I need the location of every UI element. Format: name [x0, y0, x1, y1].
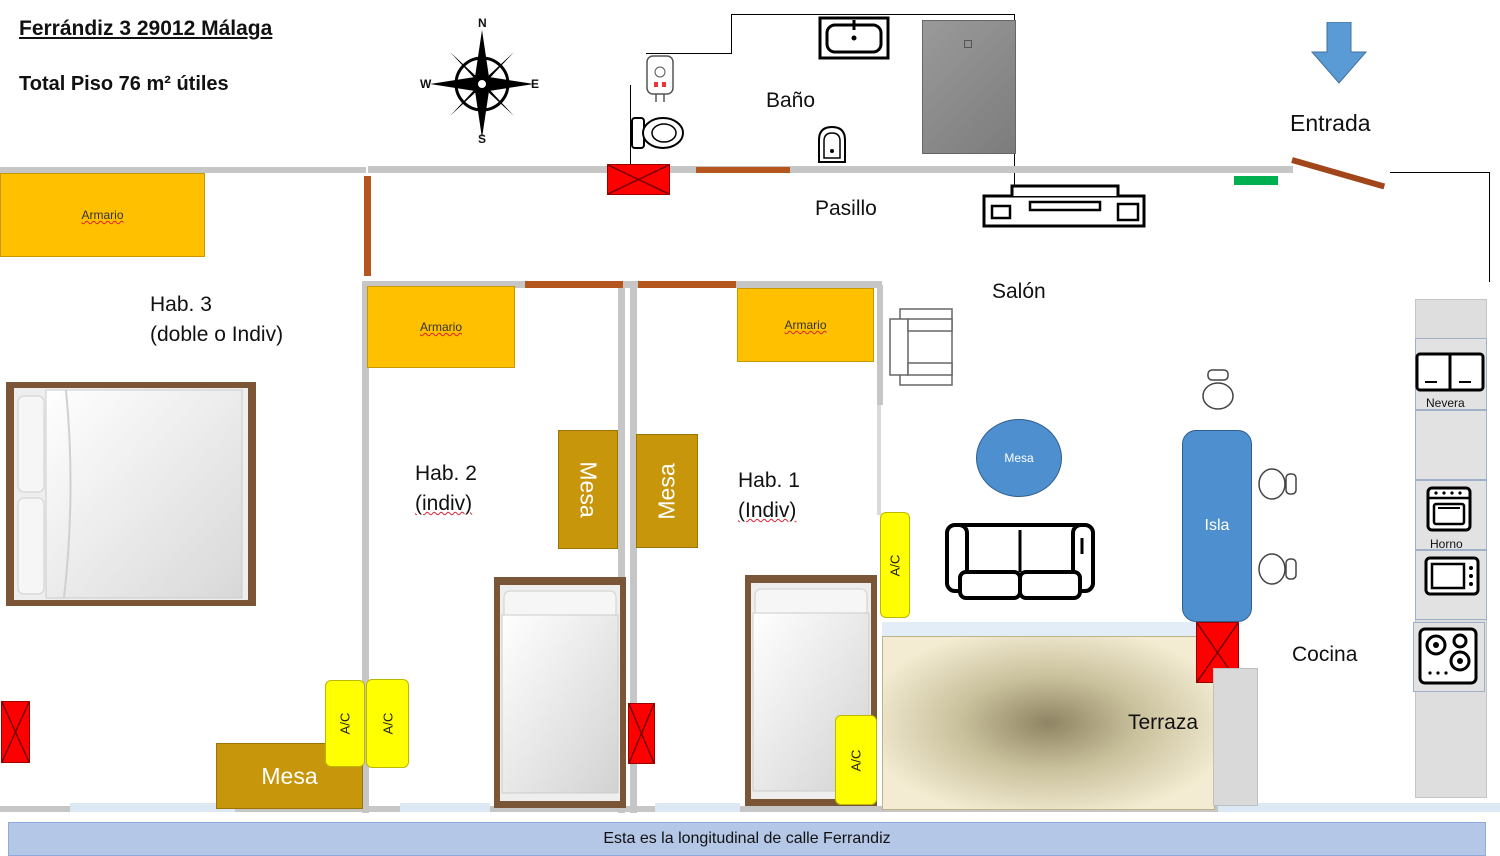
compass-w: W [420, 77, 432, 91]
toilet-icon [631, 117, 684, 149]
entry-wall-line [1489, 172, 1490, 282]
wall-corridor-top [0, 167, 366, 173]
street-bar: Esta es la longitudinal de calle Ferrand… [8, 822, 1486, 856]
bath-wall-line [731, 14, 732, 54]
blocked-marker [607, 164, 670, 195]
blocked-marker [1, 701, 30, 763]
round-table: Mesa [976, 419, 1062, 497]
room-label-pasillo: Pasillo [815, 197, 877, 220]
room-label-salon: Salón [992, 280, 1046, 303]
room-label-hab2-sub: (indiv) [415, 492, 473, 515]
terrace-rail [882, 622, 1214, 636]
armario-label: Armario [81, 208, 124, 222]
bath-wall-line [731, 14, 1015, 15]
fridge-icon [1415, 352, 1485, 392]
ac-salon: A/C [880, 512, 910, 618]
window [1218, 803, 1500, 812]
sink-icon [818, 16, 890, 60]
blocked-marker [628, 703, 655, 764]
ac-hab2: A/C [366, 679, 409, 768]
mesa-hab2: Mesa [558, 430, 618, 549]
door-bath [696, 167, 790, 173]
room-label-hab1-sub: (Indiv) [738, 499, 797, 522]
isla-label: Isla [1204, 517, 1230, 534]
room-label-hab1: Hab. 1 [738, 469, 800, 492]
single-bed-hab2 [494, 577, 626, 808]
ac-label: A/C [848, 749, 864, 771]
shower-drain-icon [964, 40, 972, 48]
nevera-label: Nevera [1426, 396, 1465, 410]
room-label-hab3: Hab. 3 [150, 293, 212, 316]
microwave-icon [1424, 556, 1480, 596]
armario-hab3: Armario [0, 173, 205, 257]
armario-hab1: Armario [737, 288, 874, 362]
room-label-hab3-sub: (doble o Indiv) [150, 323, 284, 346]
compass-rose-icon [430, 30, 534, 138]
wall-corridor-top [368, 166, 1293, 173]
total-area: Total Piso 76 m² útiles [19, 73, 229, 95]
entry-arrow-icon [1310, 22, 1368, 84]
terrace [882, 636, 1215, 810]
compass-s: S [478, 132, 487, 146]
door-hab3 [364, 176, 371, 276]
wall-hab2-hab1 [618, 288, 625, 813]
wall-hab1-salon [877, 405, 881, 515]
wall-hab1-salon [877, 285, 883, 405]
armario-label: Armario [419, 320, 462, 334]
kitchen-island: Isla [1182, 430, 1252, 622]
bath-wall-line [630, 85, 631, 167]
room-label-hab2: Hab. 2 [415, 462, 477, 485]
door-hab1 [638, 281, 736, 288]
oven-icon [1426, 486, 1472, 532]
mesa-hab1: Mesa [636, 434, 698, 548]
address-title: Ferrándiz 3 29012 Málaga [19, 17, 273, 40]
mesa-salon-label: Mesa [1004, 451, 1034, 465]
mesa-label: Mesa [653, 462, 680, 520]
ac-label: A/C [887, 554, 903, 576]
ac-hab3: A/C [325, 680, 365, 767]
wall-hab3-hab2 [362, 281, 369, 813]
armario-hab2: Armario [367, 286, 515, 368]
room-label-cocina: Cocina [1292, 643, 1358, 666]
stool-icon [1258, 468, 1297, 500]
street-label: Esta es la longitudinal de calle Ferrand… [603, 830, 891, 847]
green-marker [1234, 176, 1278, 185]
compass-e: E [531, 77, 540, 91]
mesa-label: Mesa [261, 762, 318, 789]
wall-hab2-hab1 [630, 288, 637, 813]
entry-door [1291, 157, 1386, 190]
ac-label: A/C [379, 712, 395, 735]
armchair-icon [889, 308, 953, 386]
terrace-door-wall [1213, 668, 1258, 806]
horno-label: Horno [1430, 537, 1463, 551]
compass-n: N [478, 16, 487, 30]
sofa-icon [945, 523, 1095, 600]
mesa-label: Mesa [575, 461, 602, 518]
entry-wall-line [1390, 172, 1490, 173]
ac-hab1: A/C [835, 715, 877, 805]
water-heater-icon [646, 55, 674, 102]
room-label-entrada: Entrada [1290, 110, 1371, 136]
counter-slot [1415, 410, 1487, 480]
armario-label: Armario [784, 318, 827, 332]
tv-unit-icon [982, 184, 1146, 228]
window [655, 803, 740, 812]
bath-wall-line [646, 53, 732, 54]
ac-label: A/C [337, 712, 353, 735]
room-label-bano: Baño [766, 89, 816, 112]
room-label-terraza: Terraza [1128, 711, 1199, 734]
window [400, 803, 490, 812]
stool-icon [1258, 553, 1297, 585]
door-hab2 [525, 281, 623, 288]
cooktop-icon [1418, 627, 1478, 685]
shower-tray [922, 20, 1016, 154]
stool-icon [1202, 369, 1234, 410]
bidet-icon [818, 125, 846, 163]
wall-facade [0, 806, 1500, 812]
window [70, 803, 235, 812]
double-bed [6, 382, 256, 606]
